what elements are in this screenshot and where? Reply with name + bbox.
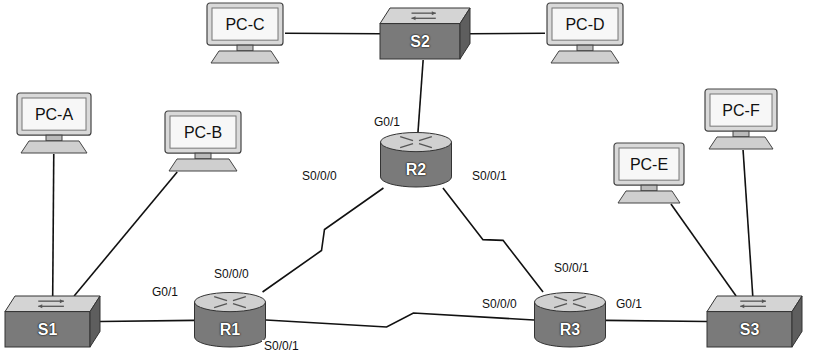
pc-icon: PC-D [545,2,625,64]
interface-label: S0/0/1 [470,170,509,184]
device-name: PC-D [565,16,604,34]
router-icon-drawing [534,292,606,348]
pc-icon: PC-A [15,92,93,154]
ethernet-link [53,154,54,296]
serial-link [443,188,543,292]
interface-label: S0/0/1 [262,340,301,354]
switch-icon: S3 [707,296,802,348]
device-name: R2 [406,161,426,179]
interface-label: G0/1 [150,286,180,300]
router-icon: R3 [534,292,606,348]
router-icon: R1 [194,292,266,348]
device-name: S1 [38,321,58,339]
interface-label: S0/0/0 [212,268,251,282]
ethernet-link [74,172,177,296]
serial-link [263,188,384,292]
ethernet-link [100,320,194,321]
interface-label: G0/1 [372,116,402,130]
device-name: PC-C [225,16,264,34]
ethernet-link [743,150,753,296]
device-name: R3 [560,321,580,339]
device-name: PC-A [35,106,73,124]
pc-icon: PC-E [612,142,686,204]
router-icon-drawing [380,132,452,188]
interface-label: S0/0/0 [300,170,339,184]
pc-icon: PC-C [205,2,285,64]
device-name: PC-E [630,156,668,174]
device-name: S2 [410,33,430,51]
ethernet-link [470,32,545,34]
serial-link [266,313,534,327]
switch-icon: S2 [380,8,470,60]
interface-label: G0/1 [614,298,644,312]
router-icon-drawing [194,292,266,348]
pc-icon: PC-F [703,88,779,150]
interface-label: S0/0/1 [552,262,591,276]
switch-icon: S1 [5,296,100,348]
ethernet-link [418,60,423,132]
device-name: PC-B [184,124,222,142]
ethernet-link [671,204,736,296]
pc-icon: PC-B [163,110,243,172]
ethernet-link [606,320,707,321]
ethernet-link [285,32,380,34]
device-name: R1 [220,321,240,339]
device-name: S3 [740,321,760,339]
router-icon: R2 [380,132,452,188]
device-name: PC-F [722,102,759,120]
interface-label: S0/0/0 [480,298,519,312]
